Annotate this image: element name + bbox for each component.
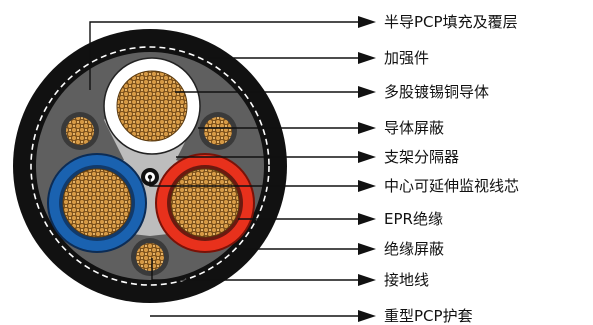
label-heavy-pcp-jacket: 重型PCP护套: [384, 307, 473, 325]
label-center-pilot-core: 中心可延伸监视线芯: [384, 177, 520, 195]
label-insulation-screen: 绝缘屏蔽: [384, 240, 445, 258]
label-spacer: 支架分隔器: [384, 148, 460, 166]
arrowhead-5: [358, 151, 376, 163]
label-conductor-screen: 导体屏蔽: [384, 119, 445, 137]
earth-wire-left: [66, 117, 94, 145]
label-earth-wire: 接地线: [384, 271, 430, 289]
leader-lines: [89, 21, 360, 317]
label-tinned-copper-conductor: 多股镀锡铜导体: [384, 83, 490, 101]
blue-core-conductor: [62, 168, 132, 238]
leader-line-9: [151, 258, 360, 281]
leader-line-1: [89, 21, 360, 90]
arrowhead-2: [358, 52, 376, 64]
arrowhead-6: [358, 180, 376, 192]
label-semiconducting-filler: 半导PCP填充及覆层: [384, 13, 518, 31]
arrowheads: [358, 16, 376, 322]
red-core-conductor: [170, 168, 240, 238]
top-core-conductor: [116, 70, 188, 142]
arrowhead-9: [358, 274, 376, 286]
earth-wire-right: [204, 117, 232, 145]
strength-member-ring: [30, 46, 270, 286]
earth-wire-bottom: [136, 243, 164, 271]
label-strength-member: 加强件: [384, 49, 430, 67]
label-epr-insulation: EPR绝缘: [384, 210, 443, 228]
arrowhead-8: [358, 243, 376, 255]
arrowhead-4: [358, 122, 376, 134]
arrowhead-10: [358, 310, 376, 322]
arrowhead-7: [358, 213, 376, 225]
arrowhead-3: [358, 86, 376, 98]
leader-line-6: [149, 177, 360, 187]
arrowhead-1: [358, 16, 376, 28]
